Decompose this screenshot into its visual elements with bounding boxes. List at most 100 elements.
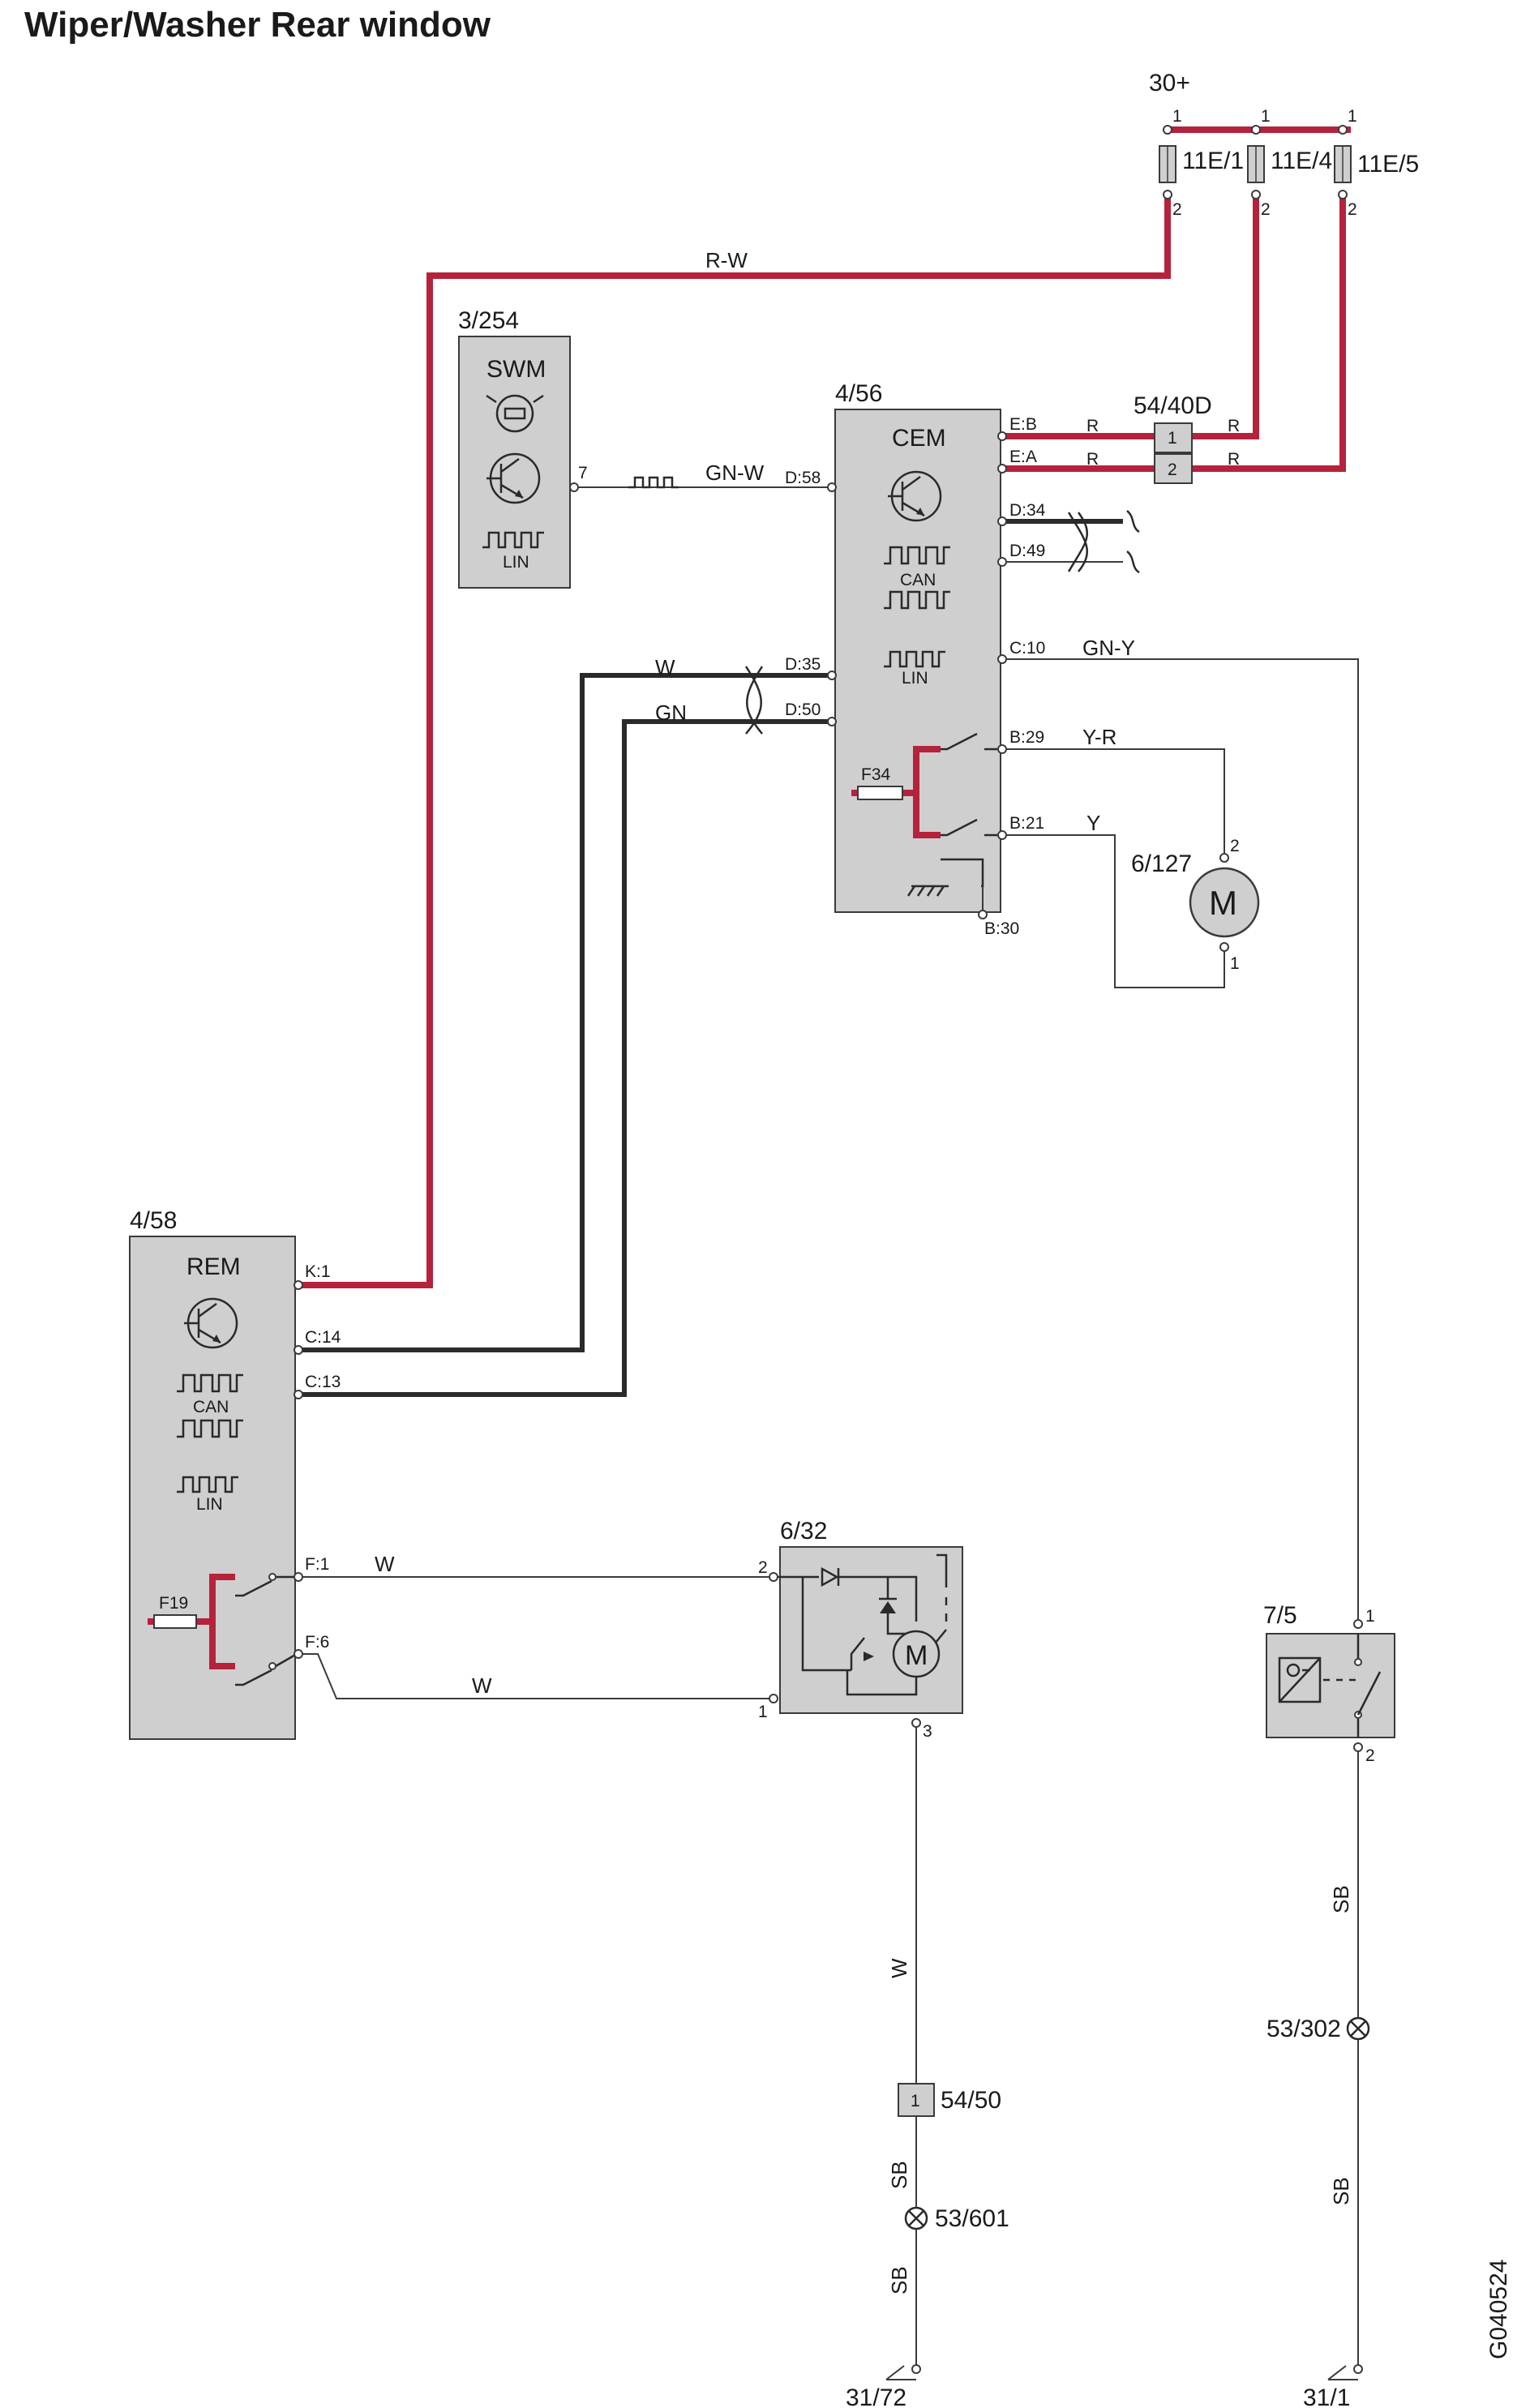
wire-label-y: Y <box>1086 811 1100 835</box>
connector-5450 <box>898 2083 935 2117</box>
wire-label-w: W <box>375 1552 395 1576</box>
rem-switch-2b <box>275 1652 298 1668</box>
ground-311-label: 31/1 <box>1303 2384 1350 2408</box>
splice-53302-label: 53/302 <box>1266 2016 1341 2042</box>
pin <box>1219 942 1229 952</box>
wire-r-1 <box>1192 192 1259 439</box>
connector-5450-ref: 54/50 <box>941 2087 1001 2114</box>
splice-53601-label: 53/601 <box>935 2205 1009 2232</box>
arrow-icon <box>864 1652 874 1661</box>
pin <box>997 830 1007 840</box>
lin-signal-pulse <box>628 476 679 489</box>
cem-can-label: CAN <box>900 571 936 589</box>
supply-label: 30+ <box>1149 70 1190 96</box>
fuse-f34 <box>857 786 903 800</box>
switch-75-ref: 7/5 <box>1263 1602 1297 1629</box>
pin <box>827 717 837 726</box>
rem-transistor-icon <box>184 1297 238 1349</box>
wire-label-gny: GN-Y <box>1082 636 1135 660</box>
cem-ref: 4/56 <box>835 380 882 407</box>
fuse-11e1-label: 11E/1 <box>1182 148 1244 174</box>
pin <box>978 910 988 919</box>
washer-pump-pin-bottom: 1 <box>1230 954 1240 973</box>
wire-label-r: R <box>1228 450 1240 469</box>
wire-gn-can <box>300 719 829 1397</box>
washer-pump-symbol: M <box>1209 884 1237 922</box>
fuse-11e4-pin-out: 2 <box>1261 200 1271 219</box>
pin <box>827 482 837 492</box>
cem-pin-d49: D:49 <box>1009 542 1045 560</box>
pin <box>268 1573 276 1581</box>
park-cam-icon <box>931 1553 948 1648</box>
cem-name: CEM <box>892 425 946 452</box>
fuse-11e1-pin-in: 1 <box>1172 107 1182 126</box>
rem-lin-waveform-icon <box>177 1476 238 1493</box>
rem-can-waveform-icon <box>177 1373 243 1393</box>
pin <box>1353 1742 1363 1752</box>
cem-transistor-icon <box>888 470 942 522</box>
pin <box>1338 190 1348 199</box>
cem-pin-b30: B:30 <box>984 919 1019 938</box>
cem-lin-label: LIN <box>902 669 928 688</box>
pin <box>911 1718 921 1728</box>
pin <box>997 654 1007 664</box>
swm-name: SWM <box>486 356 546 383</box>
switch-75-pin-bottom: 2 <box>1365 1746 1375 1765</box>
lin-waveform-icon <box>482 531 544 549</box>
pin <box>1251 125 1261 135</box>
fuse-11e5: 1 2 11E/5 <box>1334 107 1419 219</box>
wire-label-sb: SB <box>887 2266 911 2294</box>
rem-can-label: CAN <box>193 1398 229 1416</box>
wiper-motor-icon <box>892 1630 941 1678</box>
fuse-11e5-pin-in: 1 <box>1348 107 1357 126</box>
wiper-motor-symbol: M <box>905 1640 928 1671</box>
ground-311-icon <box>1327 2365 1358 2380</box>
wiper-lever-icon <box>486 394 544 433</box>
connector-5450-pin: 1 <box>911 2092 920 2110</box>
pin <box>997 516 1007 526</box>
wire-label-yr: Y-R <box>1082 725 1116 749</box>
rem-pin-c13: C:13 <box>305 1373 341 1391</box>
washer-pump-motor-icon <box>1189 867 1260 938</box>
wire-label-gnw: GN-W <box>705 461 765 485</box>
wiper-motor-pin-3: 3 <box>923 1722 932 1741</box>
rem-pin-f6: F:6 <box>305 1633 329 1652</box>
switch-75-pin-top: 1 <box>1365 1607 1375 1626</box>
fuse-11e1: 1 2 11E/1 <box>1159 107 1244 219</box>
cem-fuse-label: F34 <box>861 765 891 784</box>
pin <box>294 1390 303 1399</box>
rem-ref: 4/58 <box>130 1207 177 1234</box>
rem-switch-2 <box>235 1669 272 1686</box>
fuse-11e5-pin-out: 2 <box>1348 200 1357 219</box>
cem-can-waveform-icon-2 <box>884 590 950 610</box>
pin <box>294 1649 303 1659</box>
rem-switch-1 <box>235 1579 272 1597</box>
pin <box>1163 125 1172 135</box>
pin <box>268 1662 276 1670</box>
connector-5440d-pin-2 <box>1154 453 1193 484</box>
drawing-id: G040524 <box>1485 2260 1512 2359</box>
wire-yr <box>1005 748 1225 858</box>
wiper-motor-ref: 6/32 <box>780 1518 827 1545</box>
cem-pin-b21: B:21 <box>1009 814 1044 833</box>
pin <box>1219 853 1229 863</box>
cem-ground-icon <box>906 885 945 897</box>
ground-3172-icon <box>885 2365 916 2380</box>
cem-pin-b29: B:29 <box>1009 728 1044 747</box>
pin <box>827 671 837 680</box>
fuse-11e4-label: 11E/4 <box>1271 148 1332 174</box>
rem-pin-f1: F:1 <box>305 1555 329 1574</box>
pin <box>997 744 1007 754</box>
connector-5440d-pin-1-label: 1 <box>1168 429 1177 448</box>
pin <box>1338 125 1348 135</box>
pin <box>1353 2364 1363 2374</box>
wire-label-sb: SB <box>887 2161 911 2189</box>
pin <box>1354 1658 1362 1666</box>
pin <box>997 431 1007 441</box>
cem-pin-d34: D:34 <box>1009 501 1046 520</box>
rem-pin-c14: C:14 <box>305 1328 341 1347</box>
wiper-motor-internal-3 <box>801 1577 851 1672</box>
wire-label-w: W <box>472 1673 492 1698</box>
cem-pin-c10: C:10 <box>1009 639 1045 658</box>
